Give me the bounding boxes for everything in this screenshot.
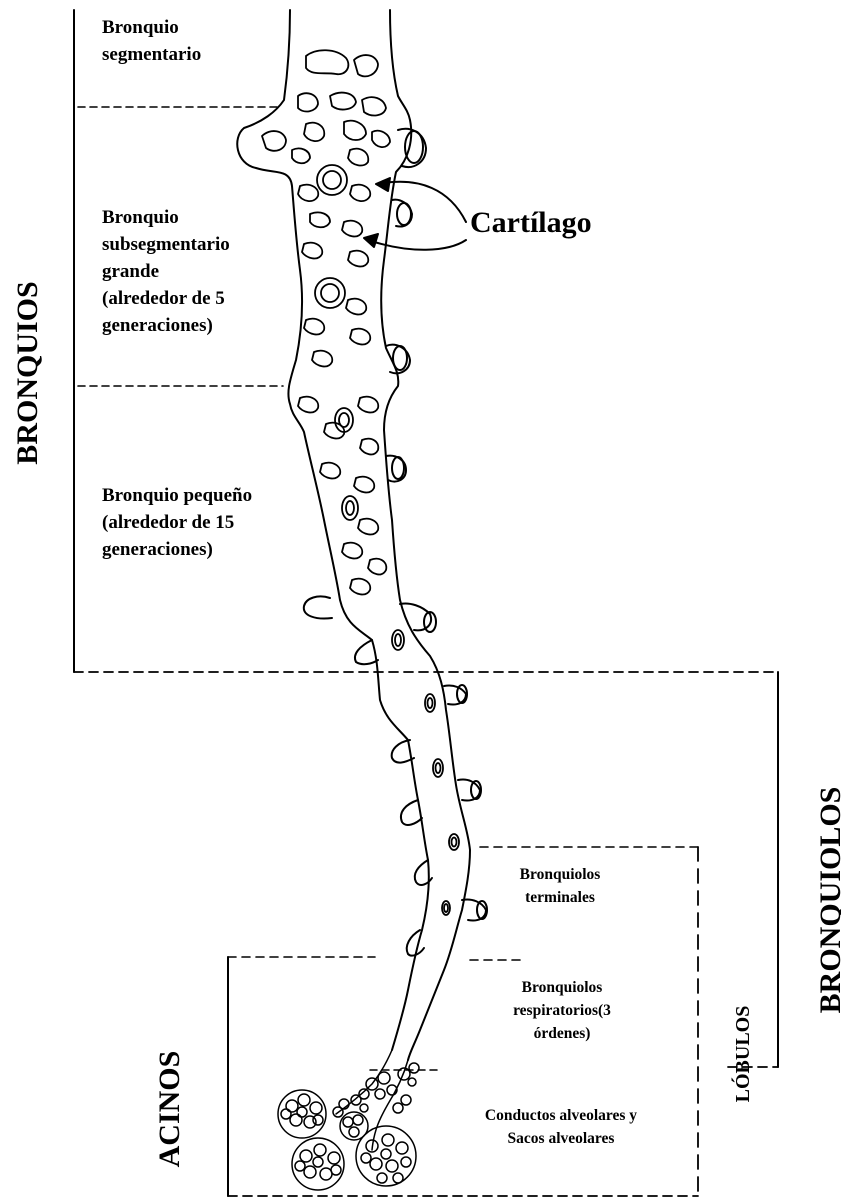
label-line: Conductos alveolares y bbox=[446, 1106, 676, 1125]
cartilage-arrows bbox=[364, 178, 466, 250]
cartilage-plate bbox=[348, 149, 368, 166]
label-bronquio-pequeno: Bronquio pequeño (alrededor de 15 genera… bbox=[102, 485, 252, 561]
branch-stub bbox=[304, 596, 332, 618]
label-line: (alrededor de 15 bbox=[102, 512, 252, 534]
cartilage-plate bbox=[342, 221, 362, 237]
side-label-lobulos: LÓBULOS bbox=[730, 984, 756, 1124]
label-line: generaciones) bbox=[102, 315, 230, 337]
cartilage-plate bbox=[358, 519, 378, 535]
arrow-head-lower bbox=[364, 234, 378, 247]
side-branches bbox=[304, 129, 487, 956]
branch-stub bbox=[392, 457, 404, 479]
airway-right-wall bbox=[381, 10, 470, 1060]
side-label-bronquios: BRONQUIOS bbox=[11, 283, 45, 463]
alveolar-sac-cluster bbox=[292, 1138, 344, 1190]
label-bronquiolos-respiratorios: Bronquiolos respiratorios(3 órdenes) bbox=[472, 978, 652, 1043]
label-line: Bronquio bbox=[102, 207, 230, 229]
cartilage-plate bbox=[348, 251, 368, 267]
ring-lumen bbox=[323, 171, 341, 189]
cartilage-plate bbox=[372, 131, 390, 147]
ring-lumen bbox=[339, 413, 349, 427]
ring-lumen bbox=[317, 165, 347, 195]
arrow-head-upper bbox=[376, 178, 390, 191]
airway-outline bbox=[237, 10, 470, 1060]
ring-lumen bbox=[425, 694, 435, 712]
ring-lumen bbox=[342, 496, 358, 520]
cartilage-plate bbox=[304, 319, 324, 335]
ring-lumen bbox=[452, 838, 457, 847]
label-line: grande bbox=[102, 261, 230, 283]
label-line: (alrededor de 5 bbox=[102, 288, 230, 310]
cartilage-plate bbox=[302, 243, 322, 259]
cartilage-plate bbox=[344, 121, 366, 140]
branch-stub bbox=[397, 203, 411, 225]
alveolar-sac-cluster bbox=[278, 1090, 326, 1138]
label-line: segmentario bbox=[102, 44, 201, 66]
cartilage-plate bbox=[354, 55, 378, 76]
branch-stub bbox=[458, 779, 480, 800]
label-line: Bronquio pequeño bbox=[102, 485, 252, 507]
label-cartilago: Cartílago bbox=[470, 206, 592, 240]
cartilage-plate bbox=[304, 123, 324, 141]
bracket-lines bbox=[74, 10, 778, 1196]
label-line: órdenes) bbox=[472, 1024, 652, 1043]
alveolar-sac-cluster bbox=[340, 1112, 368, 1140]
label-line: respiratorios(3 bbox=[472, 1001, 652, 1020]
label-line: generaciones) bbox=[102, 539, 252, 561]
cartilage-plates bbox=[262, 50, 390, 594]
cartilage-plate bbox=[298, 93, 318, 111]
label-line: subsegmentario bbox=[102, 234, 230, 256]
cartilage-plate bbox=[360, 439, 378, 455]
cartilage-plate bbox=[368, 559, 386, 575]
ring-lumen bbox=[428, 698, 433, 708]
branch-stub bbox=[405, 131, 423, 163]
cartilage-plate bbox=[350, 185, 370, 201]
arrow-lower bbox=[368, 240, 466, 250]
branch-stub bbox=[462, 899, 486, 920]
cartilage-plate bbox=[330, 93, 356, 110]
branch-stub bbox=[393, 346, 407, 370]
cartilage-plate bbox=[312, 351, 332, 367]
label-bronquio-segmentario: Bronquio segmentario bbox=[102, 17, 201, 66]
label-line: terminales bbox=[490, 888, 630, 907]
ring-lumen bbox=[449, 834, 459, 850]
ring-lumen bbox=[444, 904, 448, 912]
ring-lumen bbox=[436, 763, 441, 773]
alveolar-clusters bbox=[278, 1050, 419, 1190]
ring-lumen bbox=[395, 634, 401, 646]
cartilage-plate bbox=[306, 50, 348, 74]
label-line: Sacos alveolares bbox=[446, 1129, 676, 1148]
ring-lumen bbox=[315, 278, 345, 308]
cartilage-plate bbox=[350, 579, 370, 595]
ring-lumen bbox=[321, 284, 339, 302]
cartilage-plate bbox=[320, 463, 340, 479]
cartilage-plate bbox=[346, 299, 366, 315]
cartilage-plate bbox=[298, 185, 318, 201]
branch-stub bbox=[444, 685, 466, 704]
cartilage-plate bbox=[358, 397, 378, 413]
cartilage-plate bbox=[292, 148, 310, 163]
cartilage-plate bbox=[262, 131, 286, 151]
side-label-acinos: ACINOS bbox=[152, 1039, 188, 1179]
cartilage-plate bbox=[354, 477, 374, 493]
side-label-bronquiolos: BRONQUIOLOS bbox=[814, 790, 841, 1010]
cartilage-plate bbox=[310, 212, 330, 227]
label-line: Bronquiolos bbox=[490, 865, 630, 884]
ring-lumen bbox=[433, 759, 443, 777]
ring-lumen bbox=[392, 630, 404, 650]
label-line: Bronquio bbox=[102, 17, 201, 39]
label-bronquio-subsegmentario: Bronquio subsegmentario grande (alrededo… bbox=[102, 207, 230, 337]
label-conductos-alveolares: Conductos alveolares y Sacos alveolares bbox=[446, 1106, 676, 1148]
label-bronquiolos-terminales: Bronquiolos terminales bbox=[490, 865, 630, 907]
cross-section-rings bbox=[315, 165, 459, 915]
cartilage-plate bbox=[298, 397, 318, 413]
cartilage-plate bbox=[362, 97, 386, 115]
label-line: Bronquiolos bbox=[472, 978, 652, 997]
cartilage-plate bbox=[342, 543, 362, 559]
ring-lumen bbox=[346, 501, 354, 515]
alveoli-buds bbox=[333, 1063, 419, 1117]
cartilage-plate bbox=[350, 329, 370, 345]
